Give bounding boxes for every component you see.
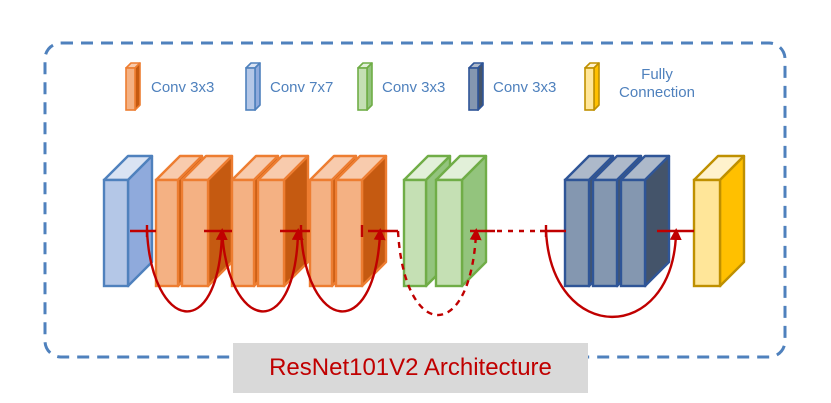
skip-arc-2 xyxy=(220,228,304,313)
legend-label-fully-line1: Fully xyxy=(641,66,673,83)
caption-title: ResNet101V2 Architecture xyxy=(269,354,552,381)
legend-label-fully-line2: Connection xyxy=(619,84,695,101)
skip-arc-1 xyxy=(145,228,228,313)
skip-arc-4 xyxy=(396,228,482,317)
block-9-conv3x3-green xyxy=(434,154,488,288)
block-1-conv7x7-lightblue xyxy=(102,154,154,288)
legend-swatch-conv3x3-orange xyxy=(125,62,141,111)
legend-swatch-conv3x3-green xyxy=(357,62,373,111)
skip-arc-5 xyxy=(544,228,682,318)
legend-swatch-conv7x7-lightblue xyxy=(245,62,261,111)
block-12-conv3x3-darkblue xyxy=(619,154,671,288)
block-3-conv3x3-orange xyxy=(180,154,234,288)
legend-label-conv3x3-green: Conv 3x3 xyxy=(382,79,446,96)
skip-connections xyxy=(130,225,694,318)
legend-label-fully-connection: Fully Connection xyxy=(607,66,707,102)
block-13-fully-connection xyxy=(692,154,746,288)
legend-label-conv3x3-orange: Conv 3x3 xyxy=(151,79,215,96)
block-5-conv3x3-orange xyxy=(256,154,310,288)
legend-label-conv3x3-darkblue: Conv 3x3 xyxy=(493,79,557,96)
network-blocks xyxy=(102,154,746,288)
legend-label-conv7x7: Conv 7x7 xyxy=(270,79,334,96)
legend-icons xyxy=(125,62,600,111)
legend-swatch-conv3x3-darkblue xyxy=(468,62,484,111)
block-7-conv3x3-orange xyxy=(334,154,388,288)
caption-box: ResNet101V2 Architecture xyxy=(233,343,588,393)
legend-swatch-fully-connection xyxy=(584,62,600,111)
skip-arc-3 xyxy=(299,228,386,313)
